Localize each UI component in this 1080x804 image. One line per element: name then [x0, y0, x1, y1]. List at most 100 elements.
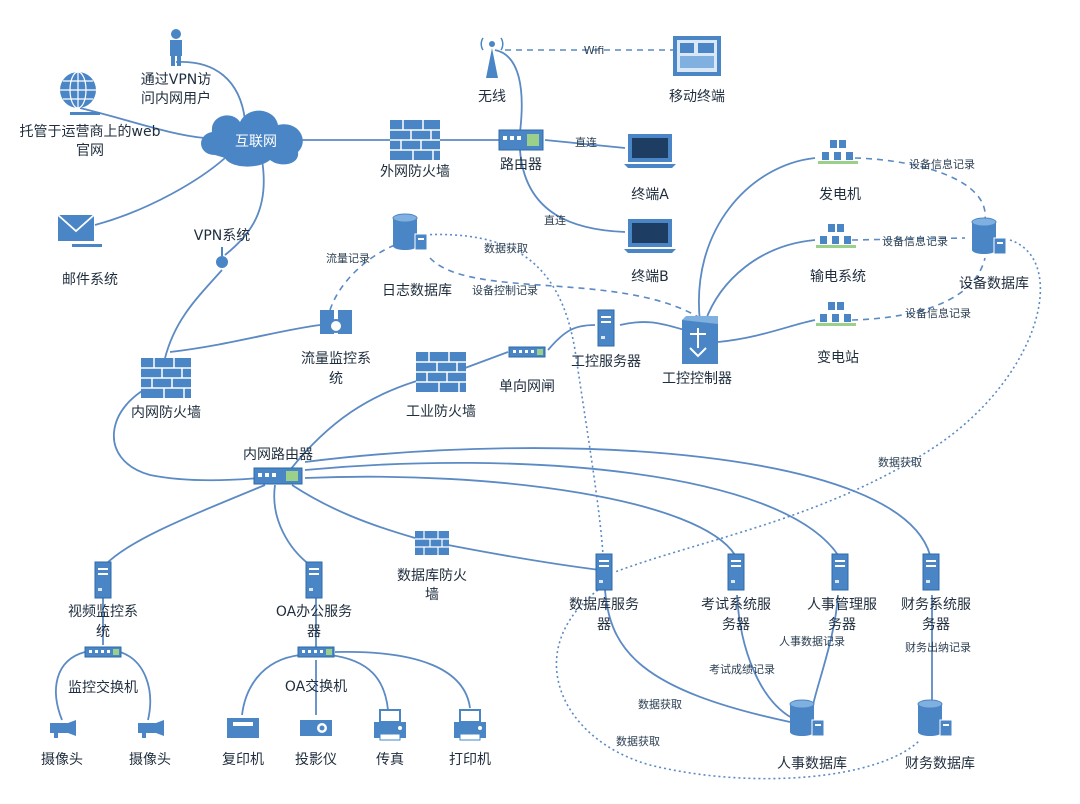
one-way-gateway-icon	[508, 346, 546, 358]
dashed-links	[329, 49, 986, 321]
industrial-controller-icon	[682, 316, 718, 364]
hosted-web-label-2: 官网	[76, 143, 104, 159]
link-router-wireless	[494, 49, 523, 133]
monitor-switch-icon	[84, 646, 122, 658]
hr-database-icon	[789, 699, 825, 737]
oa-switch-icon	[297, 646, 335, 658]
exam-server-label-1: 考试系统服	[701, 597, 771, 613]
finance-server-label-1: 财务系统服	[901, 597, 971, 613]
internal-router-icon	[253, 467, 303, 485]
link-logdb-ctrl	[429, 257, 701, 319]
oa-server-label-2: 器	[307, 624, 321, 640]
industrial-firewall-label: 工业防火墙	[406, 404, 476, 420]
link-internet-vpn	[224, 159, 265, 256]
hr-server-label-2: 务器	[828, 617, 856, 633]
video-monitor-label-2: 统	[96, 624, 110, 640]
substation-icon	[816, 302, 856, 326]
link-generator-equipdb	[854, 157, 986, 221]
link-router-termb	[519, 149, 626, 233]
traffic-monitor-icon	[320, 310, 352, 334]
link-monswitch-cam1	[55, 651, 86, 721]
link-dbserver-hrdb	[604, 589, 791, 723]
projector-label: 投影仪	[295, 752, 337, 768]
internal-firewall-icon	[140, 357, 192, 399]
terminal-a-icon	[624, 134, 676, 168]
edge-label-traffic-record: 流量记录	[326, 251, 370, 265]
link-indfw-oneway	[464, 351, 509, 369]
vpn-user-label-1: 通过VPN访	[141, 72, 212, 88]
internal-router-label: 内网路由器	[243, 447, 313, 463]
link-logdb-dbserver	[419, 233, 604, 556]
edge-label-equip-info-3: 设备信息记录	[905, 306, 971, 320]
internet-cloud-icon	[201, 110, 303, 167]
projector-icon	[300, 720, 332, 736]
industrial-controller-label: 工控控制器	[662, 371, 732, 387]
camera-2-label: 摄像头	[129, 752, 171, 768]
industrial-firewall-icon	[415, 351, 467, 393]
edge-label-data-fetch-log: 数据获取	[484, 241, 528, 255]
hosted-web-label-1: 托管于运营商上的web	[20, 124, 161, 140]
printer-label: 打印机	[449, 751, 491, 768]
vpn-node-icon	[216, 247, 228, 268]
link-dbfw-dbserver	[447, 544, 601, 571]
edge-label-equip-info-2: 设备信息记录	[882, 234, 948, 248]
equipment-database-icon	[971, 217, 1007, 255]
finance-server-label-2: 务器	[922, 617, 950, 633]
substation-label: 变电站	[817, 350, 859, 366]
link-ctrl-substation	[717, 319, 816, 343]
router-icon	[498, 129, 544, 151]
vpn-system-label: VPN系统	[194, 228, 251, 244]
vpn-user-icon	[170, 29, 182, 66]
mobile-terminal-icon	[673, 36, 721, 76]
link-introuter-video	[104, 484, 266, 566]
generator-label: 发电机	[819, 187, 861, 203]
link-router-terma	[544, 139, 626, 149]
hr-database-label: 人事数据库	[777, 756, 847, 772]
finance-database-label: 财务数据库	[905, 756, 975, 772]
edge-label-exam-record: 考试成绩记录	[709, 663, 775, 676]
edge-label-equip-ctrl-record: 设备控制记录	[472, 283, 538, 297]
mail-icon	[57, 214, 102, 247]
db-server-label-2: 器	[597, 617, 611, 633]
edge-label-data-fetch-equip: 数据获取	[878, 455, 922, 469]
traffic-monitor-label-2: 统	[329, 371, 343, 387]
generator-icon	[818, 140, 858, 164]
edge-label-wifi: Wifi	[584, 44, 605, 57]
link-oaswitch-fax	[329, 654, 389, 711]
traffic-monitor-label-1: 流量监控系	[301, 351, 371, 367]
link-introuter-fin	[304, 447, 931, 556]
copier-icon	[227, 718, 259, 738]
link-oneway-indserver	[547, 324, 596, 351]
camera-1-label: 摄像头	[41, 752, 83, 768]
copier-label: 复印机	[222, 751, 264, 768]
link-introuter-dbfw	[291, 484, 416, 539]
industrial-server-icon	[597, 309, 615, 347]
wireless-icon	[480, 37, 504, 78]
router-label: 路由器	[500, 157, 542, 173]
link-mail-internet	[94, 157, 226, 226]
fax-label: 传真	[376, 752, 404, 768]
link-vpn-intfw	[164, 269, 223, 359]
edge-label-fin-record: 财务出纳记录	[905, 640, 971, 654]
link-equipdb-dbserver	[614, 239, 1042, 573]
log-database-icon	[392, 213, 428, 251]
log-database-label: 日志数据库	[382, 283, 452, 299]
external-firewall-label: 外网防火墙	[380, 164, 450, 180]
terminal-b-label: 终端B	[631, 269, 669, 285]
link-dbserver-findb	[555, 589, 921, 780]
link-exam-hrdb	[736, 594, 793, 719]
db-firewall-icon	[414, 530, 450, 556]
internet-label: 互联网	[235, 134, 277, 150]
link-substation-equipdb	[851, 257, 986, 321]
dotted-links	[419, 233, 1042, 780]
link-introuter-exam	[304, 475, 736, 556]
globe-icon	[60, 71, 100, 115]
internal-firewall-label: 内网防火墙	[131, 405, 201, 421]
link-vpnuser-internet	[175, 61, 246, 121]
edge-label-direct-a: 直连	[575, 135, 597, 149]
monitor-switch-label: 监控交换机	[68, 679, 138, 696]
link-introuter-oa	[273, 484, 311, 566]
edge-label-hr-record: 人事数据记录	[779, 634, 845, 648]
link-transmission-equipdb	[851, 237, 966, 241]
